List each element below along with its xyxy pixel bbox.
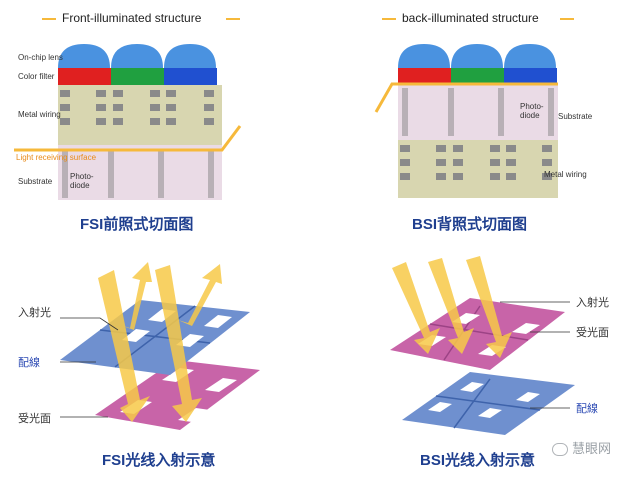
on-chip-lens	[504, 44, 556, 68]
metal-wiring-layer	[58, 85, 222, 145]
label-metal-wiring: Metal wiring	[18, 110, 61, 119]
label-incident-light: 入射光	[18, 307, 51, 319]
wiring-plate	[60, 300, 250, 375]
front-illuminated-panel: Front-illuminated structure On-chip lens	[0, 0, 320, 240]
bsi-light-diagram	[390, 256, 575, 435]
front-structure-diagram	[14, 44, 242, 200]
fsi-light-diagram	[60, 262, 260, 430]
on-chip-lens	[164, 44, 216, 68]
label-receiving-surface: 受光面	[576, 327, 609, 339]
light-receiving-surface-line	[14, 125, 242, 152]
on-chip-lens	[58, 44, 110, 68]
substrate-layer	[58, 145, 222, 200]
reflected-light-arrow	[120, 262, 152, 330]
incident-light-arrow	[392, 262, 440, 354]
on-chip-lens	[111, 44, 163, 68]
color-filter-green	[111, 68, 164, 85]
fsi-light-panel: 入射光 配線 受光面 FSI光线入射示意	[0, 240, 320, 477]
label-on-chip-lens: On-chip lens	[18, 53, 63, 62]
substrate-layer	[398, 84, 558, 140]
label-substrate: Substrate	[558, 112, 593, 121]
title-accent-right	[226, 18, 240, 20]
incident-light-arrow	[428, 258, 474, 354]
light-receiving-surface-line	[374, 82, 558, 113]
back-title: back-illuminated structure	[402, 11, 539, 25]
label-wiring: 配線	[18, 357, 40, 369]
color-filter-red	[58, 68, 111, 85]
label-wiring: 配線	[576, 403, 598, 415]
back-illuminated-panel: back-illuminated structure Photo- diode …	[320, 0, 640, 240]
wechat-icon	[552, 443, 568, 457]
watermark-text: 慧眼网	[572, 441, 612, 456]
color-filter-red	[398, 68, 451, 84]
front-caption: FSI前照式切面图	[80, 216, 194, 233]
fsi-light-caption: FSI光线入射示意	[102, 452, 216, 469]
title-accent-left	[382, 18, 396, 20]
front-title: Front-illuminated structure	[62, 11, 202, 25]
bsi-light-panel: 入射光 受光面 配線 BSI光线入射示意	[320, 240, 640, 477]
pointer-incident	[60, 317, 119, 331]
on-chip-lens	[451, 44, 503, 68]
color-filter-blue	[504, 68, 557, 84]
color-filter-green	[451, 68, 504, 84]
label-receiving-surface: 受光面	[18, 413, 51, 425]
title-accent-right	[560, 18, 574, 20]
color-filter-blue	[164, 68, 217, 85]
reflected-light-arrow	[178, 264, 222, 326]
label-color-filter: Color filter	[18, 72, 55, 81]
bsi-light-caption: BSI光线入射示意	[420, 452, 536, 469]
on-chip-lens	[398, 44, 450, 68]
title-accent-left	[42, 18, 56, 20]
metal-wiring-layer	[398, 140, 558, 198]
incident-light-arrow	[98, 270, 150, 422]
label-substrate: Substrate	[18, 177, 53, 186]
back-structure-diagram	[374, 44, 558, 198]
label-photodiode: Photo- diode	[520, 102, 544, 120]
label-metal-wiring: Metal wiring	[544, 170, 587, 179]
label-incident-light: 入射光	[576, 297, 609, 309]
watermark: 慧眼网	[552, 438, 611, 457]
label-photodiode: Photo- diode	[70, 172, 94, 190]
back-caption: BSI背照式切面图	[412, 216, 528, 233]
receiving-plate	[390, 298, 565, 370]
incident-light-arrow	[155, 265, 202, 422]
label-light-receiving-surface: Light receiving surface	[16, 153, 97, 162]
incident-light-arrow	[466, 256, 512, 358]
